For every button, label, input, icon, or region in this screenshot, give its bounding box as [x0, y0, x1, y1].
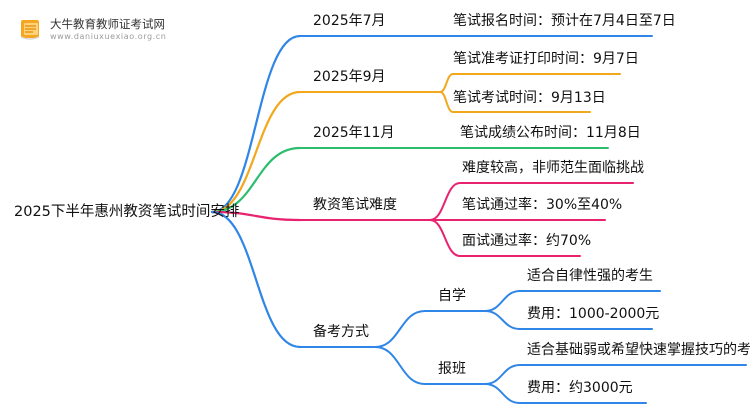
- branch-september: 2025年9月: [313, 69, 386, 85]
- root-topic: 2025下半年惠州教资笔试时间安排: [14, 204, 240, 220]
- leaf-interview-connector: [429, 219, 461, 257]
- leaf-class-suitable-connector: [484, 364, 521, 385]
- leaf-self-suitable-connector: [484, 290, 521, 312]
- leaf-exam-connector: [439, 91, 454, 113]
- branch-july-connector: [210, 34, 302, 214]
- branch-preparation: 备考方式: [313, 324, 369, 340]
- branch-difficulty: 教资笔试难度: [313, 197, 397, 213]
- logo-url: www.daniuxuexiao.org.cn: [50, 32, 167, 41]
- branch-november-connector: [210, 146, 302, 214]
- leaf-difficulty-connector: [429, 182, 461, 221]
- leaf-interview-pass-rate: 面试通过率：约70%: [462, 233, 592, 249]
- branch-july: 2025年7月: [313, 13, 386, 29]
- leaf-admission-connector: [439, 73, 454, 93]
- branch-september-connector: [210, 90, 302, 214]
- leaf-score-release-time: 笔试成绩公布时间：11月8日: [460, 125, 641, 141]
- site-logo[interactable]: 大牛教育教师证考试网 www.daniuxuexiao.org.cn: [10, 14, 230, 48]
- sub-class-connector: [374, 346, 426, 385]
- branch-difficulty-connector: [210, 210, 302, 222]
- leaf-admission-ticket-time: 笔试准考证打印时间：9月7日: [453, 51, 639, 67]
- leaf-self-study-suitable: 适合自律性强的考生: [527, 268, 653, 284]
- leaf-registration-time: 笔试报名时间：预计在7月4日至7日: [453, 13, 676, 29]
- branch-november: 2025年11月: [313, 125, 395, 141]
- leaf-class-suitable: 适合基础弱或希望快速掌握技巧的考生: [527, 342, 750, 358]
- book-icon: [20, 20, 40, 40]
- leaf-self-study-cost: 费用：1000-2000元: [527, 306, 660, 322]
- leaf-class-cost: 费用：约3000元: [527, 380, 633, 396]
- leaf-class-cost-connector: [484, 383, 521, 404]
- sub-training-class: 报班: [438, 361, 466, 377]
- leaf-written-pass-rate: 笔试通过率：30%至40%: [462, 197, 623, 213]
- branch-preparation-connector: [210, 210, 302, 349]
- sub-self-study-connector: [374, 310, 426, 348]
- sub-self-study: 自学: [438, 288, 466, 304]
- logo-title: 大牛教育教师证考试网: [50, 17, 165, 31]
- leaf-self-cost-connector: [484, 310, 521, 330]
- leaf-difficulty-high: 难度较高，非师范生面临挑战: [462, 160, 644, 176]
- leaf-exam-time: 笔试考试时间：9月13日: [453, 90, 606, 106]
